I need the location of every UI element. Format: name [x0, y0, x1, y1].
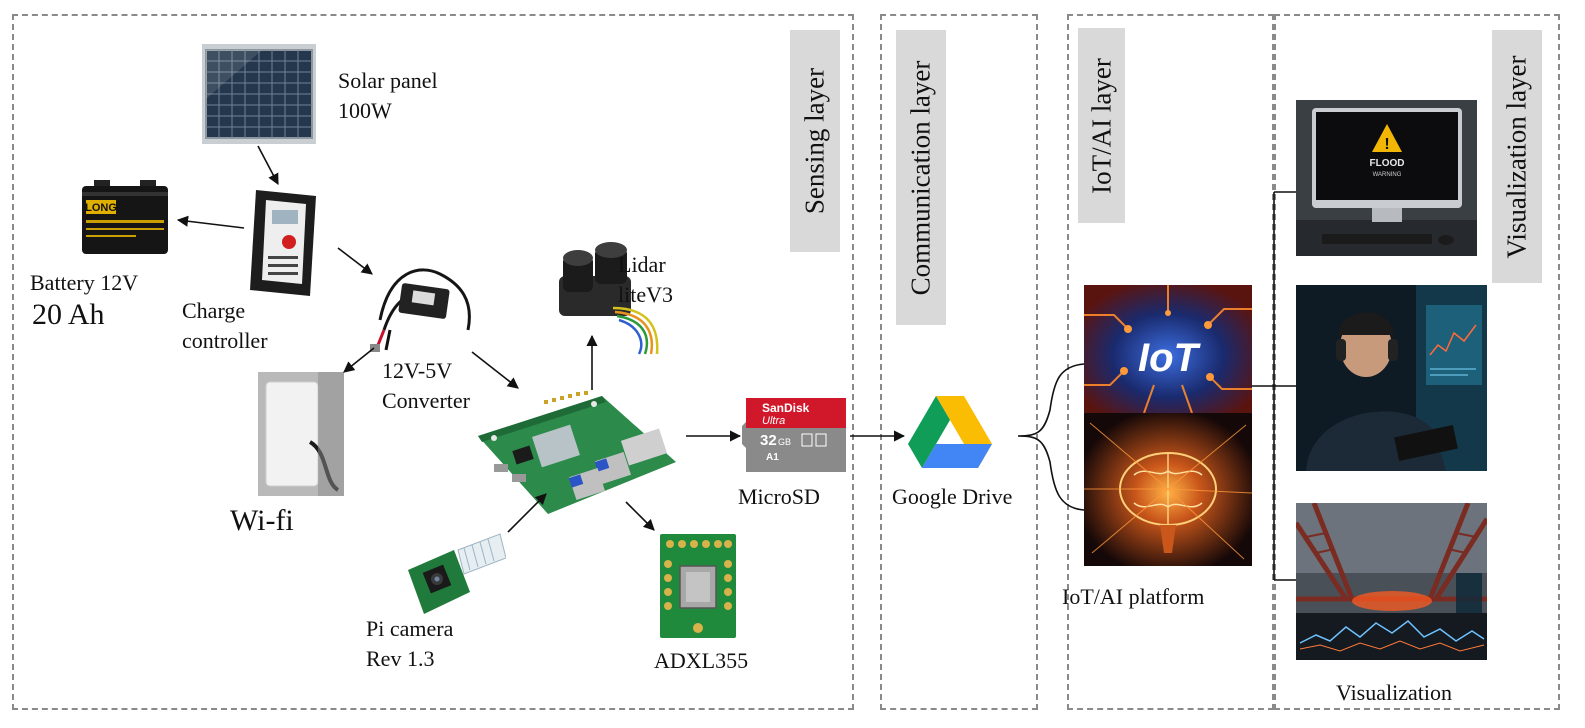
arrow-camera-to-pi: [507, 493, 547, 533]
solar-panel-label: Solar panel 100W: [338, 68, 438, 123]
communication-layer-tab: Communication layer: [896, 30, 946, 325]
svg-text:FLOOD: FLOOD: [1370, 158, 1405, 169]
wifi-label: Wi-fi: [230, 504, 294, 537]
pi-camera-label: Pi camera Rev 1.3: [366, 616, 454, 671]
iot-ai-layer-panel: [1067, 14, 1274, 710]
brace-platform-to-visualization: [1252, 191, 1296, 581]
visualization-layer-tab: Visualization layer: [1492, 30, 1542, 283]
battery-label: Battery 12V: [30, 270, 139, 295]
wifi-router-image: [258, 372, 344, 496]
visualization-layer-panel: [1274, 14, 1560, 710]
lidar-label: Lidar liteV3: [618, 252, 673, 307]
iot-image: IoT: [1084, 285, 1252, 413]
solar-panel-image: [202, 44, 316, 144]
sensing-layer-panel: [12, 14, 854, 710]
visualization-label: Visualization: [1336, 680, 1452, 705]
battery-image: LONG: [82, 180, 168, 254]
svg-text:WARNING: WARNING: [1373, 172, 1402, 178]
google-drive-logo: [908, 396, 992, 468]
converter-label: 12V-5V Converter: [382, 358, 470, 413]
operator-at-dashboard-image: [1296, 285, 1487, 471]
google-drive-label: Google Drive: [892, 484, 1013, 509]
ai-brain-image: [1084, 413, 1252, 566]
microsd-image: SanDisk Ultra 32 GB A1: [742, 398, 846, 472]
raspberry-pi-image: [478, 391, 676, 514]
arrow-pi-to-adxl355: [625, 501, 655, 531]
sensing-layer-tab: Sensing layer: [790, 30, 840, 252]
battery-capacity-label: 20 Ah: [32, 298, 105, 331]
charge-controller-image: [250, 190, 316, 296]
converter-image: [370, 268, 471, 352]
arrow-solar-to-controller: [257, 145, 279, 185]
pi-camera-image: [408, 533, 506, 614]
bridge-monitoring-image: [1296, 503, 1487, 660]
svg-text:GB: GB: [778, 437, 791, 447]
arrow-controller-to-battery: [176, 215, 245, 229]
iot-ai-layer-tab: IoT/AI layer: [1078, 28, 1125, 223]
arrow-controller-to-converter: [337, 247, 373, 275]
iot-ai-platform-label: IoT/AI platform: [1062, 584, 1205, 609]
svg-text:LONG: LONG: [85, 202, 117, 214]
adxl355-label: ADXL355: [654, 648, 749, 673]
arrow-converter-to-pi: [471, 351, 519, 389]
svg-text:A1: A1: [766, 452, 779, 463]
svg-text:SanDisk: SanDisk: [762, 401, 810, 415]
svg-text:IoT: IoT: [1138, 336, 1202, 380]
arrow-converter-to-wifi: [343, 347, 375, 373]
svg-text:32: 32: [760, 432, 777, 449]
microsd-label: MicroSD: [738, 484, 820, 509]
charge-controller-label: Charge controller: [182, 298, 268, 353]
svg-text:Ultra: Ultra: [762, 415, 785, 427]
communication-layer-panel: [880, 14, 1038, 710]
lidar-image: [559, 242, 659, 355]
adxl355-image: [660, 534, 736, 638]
brace-drive-to-platform: [1017, 363, 1085, 511]
svg-text:!: !: [1384, 136, 1389, 153]
flood-warning-monitor-image: ! FLOOD WARNING: [1296, 100, 1477, 256]
